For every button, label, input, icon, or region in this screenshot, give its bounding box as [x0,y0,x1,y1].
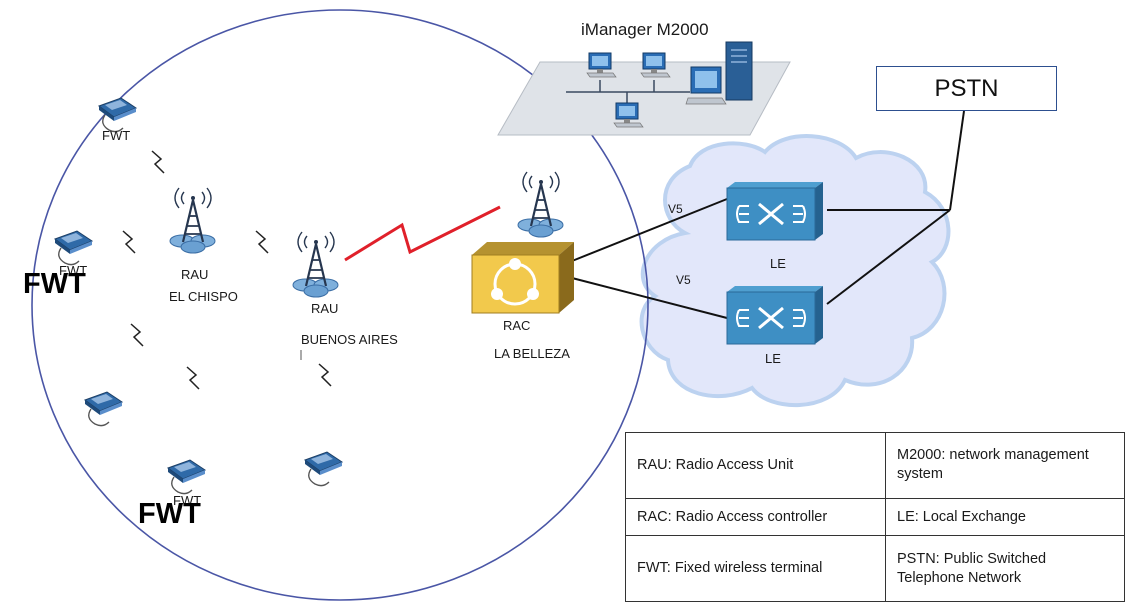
fwt-label-2: FWT [59,263,88,278]
rau-el-chispo-tower-icon [168,186,217,255]
fwt-terminal-icon-2 [54,230,93,266]
wireless-bolt-3 [255,230,269,254]
pstn-box: PSTN [876,66,1057,111]
le-label-top: LE [770,256,786,271]
legend-row: FWT: Fixed wireless terminal PSTN: Publi… [625,535,1125,602]
manager-label: iManager M2000 [581,20,709,39]
legend-cell: LE: Local Exchange [885,497,1125,537]
rau-buenos-aires-name: RAU [311,301,339,316]
rac-tower-icon [516,170,565,239]
fwt-big-label-1: FWT [23,268,86,300]
fwt-terminal-icon-3 [84,391,123,427]
v5-label-bottom: V5 [676,273,691,287]
v5-label-top: V5 [668,202,683,216]
le-label-bottom: LE [765,351,781,366]
coverage-circle [31,9,649,601]
fwt-terminal-icon-5 [304,451,343,487]
fwt-terminal-icon-4 [167,459,206,495]
legend-cell: RAU: Radio Access Unit [625,432,886,499]
wireless-bolt-4 [130,323,144,347]
rau-el-chispo-site: EL CHISPO [169,289,238,304]
legend-cell: M2000: network management system [885,432,1125,499]
wireless-bolt-1 [151,150,165,174]
server-icon [685,41,753,105]
fwt-terminal-icon-1 [98,97,137,133]
rau-buenos-aires-tower-icon [291,230,340,299]
rau-el-chispo-name: RAU [181,267,209,282]
rac-name: RAC [503,318,531,333]
rac-site: LA BELLEZA [494,346,570,361]
rac-icon [471,242,574,314]
fwt-label-1: FWT [102,128,131,143]
legend-cell: PSTN: Public Switched Telephone Network [885,535,1125,602]
legend-row: RAC: Radio Access controller LE: Local E… [625,497,1125,537]
legend-cell: RAC: Radio Access controller [625,497,886,537]
legend-table: RAU: Radio Access Unit M2000: network ma… [625,432,1125,602]
rau-buenos-aires-site: BUENOS AIRES [301,332,398,347]
legend-row: RAU: Radio Access Unit M2000: network ma… [625,432,1125,499]
radio-link [344,205,501,262]
le-top-icon [725,180,825,242]
wired-links [571,110,965,319]
fwt-big-label-2: FWT [138,498,201,530]
legend-cell: FWT: Fixed wireless terminal [625,535,886,602]
network-cloud [639,134,951,407]
wireless-bolt-5 [186,366,200,390]
fwt-label-3: FWT [173,493,202,508]
wireless-bolt-2 [122,230,136,254]
le-bottom-icon [725,284,825,346]
wireless-bolt-6 [318,363,332,387]
